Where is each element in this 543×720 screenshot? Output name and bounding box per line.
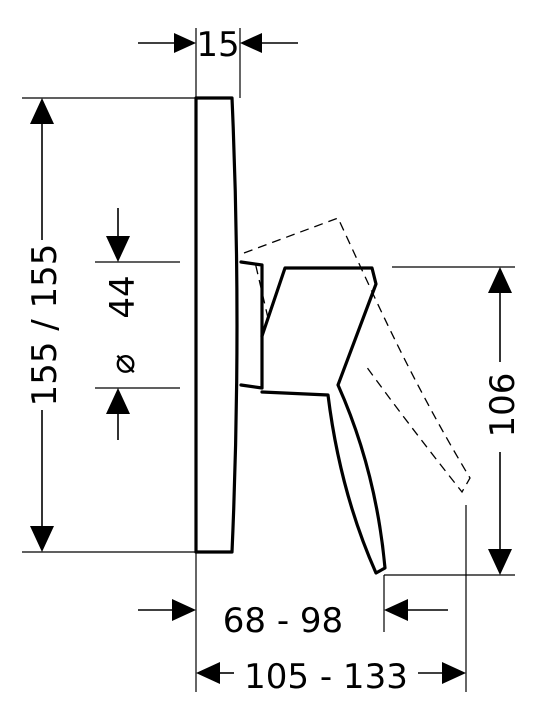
lever-alternate-position bbox=[243, 217, 471, 494]
extension-lines bbox=[22, 28, 515, 692]
dimension-depth-max-label: 105 - 133 bbox=[244, 657, 408, 697]
dimension-lever-height-label: 106 bbox=[483, 373, 523, 438]
dimension-depth-max: 105 - 133 bbox=[196, 657, 466, 697]
arrow-down-icon bbox=[488, 549, 512, 575]
arrow-left-icon bbox=[196, 662, 220, 684]
lever-handle bbox=[260, 266, 387, 575]
arrow-left-icon bbox=[240, 33, 262, 53]
arrow-up-icon bbox=[30, 98, 54, 124]
arrow-left-icon bbox=[384, 599, 408, 621]
wall-plate bbox=[194, 96, 239, 554]
dimension-total-height: 155 / 155 bbox=[25, 98, 65, 552]
arrow-up-icon bbox=[488, 267, 512, 293]
dimension-lever-height: 106 bbox=[483, 267, 523, 575]
arrow-right-icon bbox=[442, 662, 466, 684]
arrow-down-icon bbox=[106, 236, 130, 262]
dimension-diameter-value: 44 bbox=[103, 275, 143, 318]
arrow-up-icon bbox=[106, 388, 130, 414]
valve-neck bbox=[239, 260, 264, 390]
arrow-right-icon bbox=[172, 599, 196, 621]
dimension-depth-min: 68 - 98 bbox=[138, 599, 448, 641]
dimension-diameter: 44 ⌀ bbox=[103, 208, 143, 440]
arrow-down-icon bbox=[30, 526, 54, 552]
arrow-right-icon bbox=[174, 33, 196, 53]
dimension-top-width-label: 15 bbox=[196, 25, 239, 65]
diameter-symbol: ⌀ bbox=[103, 354, 143, 374]
dimension-total-height-label: 155 / 155 bbox=[25, 244, 65, 407]
dimension-top-width: 15 bbox=[138, 25, 298, 65]
dimension-depth-min-label: 68 - 98 bbox=[223, 601, 343, 641]
